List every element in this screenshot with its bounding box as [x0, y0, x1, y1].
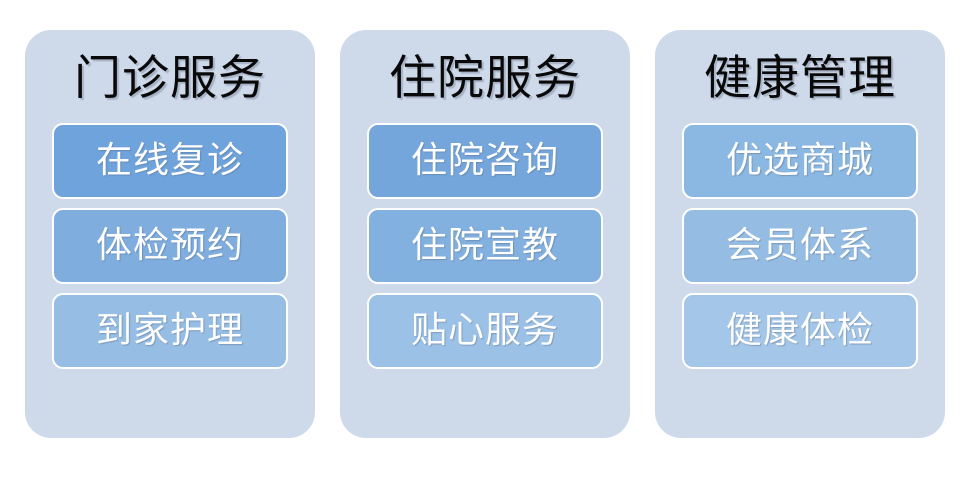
service-panel-inpatient: 住院服务 住院咨询 住院宣教 贴心服务 [340, 30, 630, 438]
service-item-list-health-management: 优选商城 会员体系 健康体检 [655, 122, 945, 369]
service-panel-health-management: 健康管理 优选商城 会员体系 健康体检 [655, 30, 945, 438]
service-item-considerate-service[interactable]: 贴心服务 [367, 292, 603, 369]
service-item-online-revisit[interactable]: 在线复诊 [52, 122, 288, 199]
service-item-membership-system[interactable]: 会员体系 [682, 207, 918, 284]
service-item-checkup-appointment[interactable]: 体检预约 [52, 207, 288, 284]
panel-title-inpatient: 住院服务 [389, 51, 581, 106]
panel-title-health-management: 健康管理 [704, 51, 896, 106]
service-item-list-outpatient: 在线复诊 体检预约 到家护理 [25, 122, 315, 369]
panel-title-outpatient: 门诊服务 [74, 51, 266, 106]
service-item-inpatient-consultation[interactable]: 住院咨询 [367, 122, 603, 199]
service-item-health-checkup[interactable]: 健康体检 [682, 292, 918, 369]
service-item-preferred-mall[interactable]: 优选商城 [682, 122, 918, 199]
service-item-inpatient-education[interactable]: 住院宣教 [367, 207, 603, 284]
service-item-home-nursing[interactable]: 到家护理 [52, 292, 288, 369]
service-panel-outpatient: 门诊服务 在线复诊 体检预约 到家护理 [25, 30, 315, 438]
service-item-list-inpatient: 住院咨询 住院宣教 贴心服务 [340, 122, 630, 369]
